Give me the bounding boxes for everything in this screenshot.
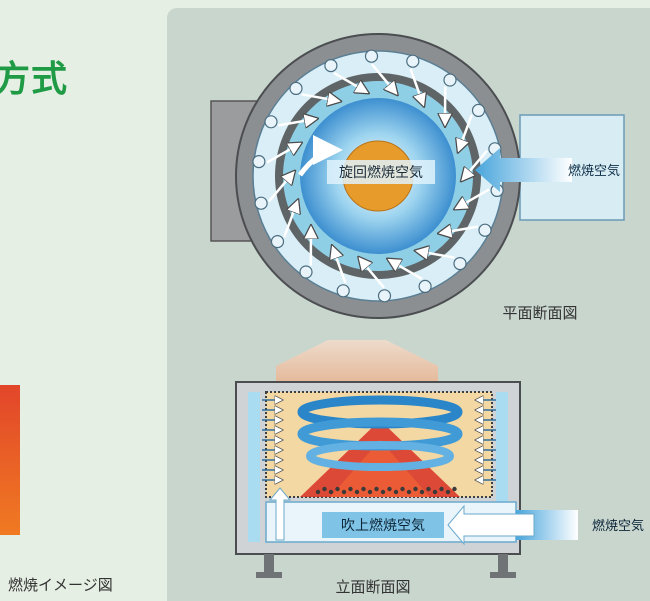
nozzle <box>406 54 420 68</box>
nozzle <box>377 289 392 303</box>
grate-particle <box>393 489 399 495</box>
elevation-inlet-label: 燃焼空気 <box>592 518 644 534</box>
grate-particle <box>439 486 444 492</box>
radial-air-arrow <box>440 227 479 234</box>
grate-particle <box>400 486 405 492</box>
grate-particle <box>341 489 347 495</box>
nozzle <box>299 265 313 279</box>
nozzle <box>336 284 350 298</box>
grate-particle <box>348 486 353 492</box>
plan-swirl-arrow <box>297 135 343 177</box>
grate-particle <box>315 489 321 495</box>
plan-inner-label: 旋回燃焼空気 <box>339 164 423 181</box>
combustion-image-caption: 燃焼イメージ図 <box>8 576 113 594</box>
plan-caption: 平面断面図 <box>502 304 577 322</box>
plan-radial-arrows <box>266 63 490 289</box>
plan-nozzles <box>252 49 504 303</box>
plan-inlet-label: 燃焼空気 <box>568 163 620 179</box>
elevation-right-jacket <box>496 392 508 502</box>
elevation-wall-arrows <box>262 400 496 480</box>
grate-particle <box>374 486 379 492</box>
nozzle <box>252 155 266 169</box>
nozzle <box>418 279 432 293</box>
plan-inlet-arrow <box>475 148 572 192</box>
elevation-feet <box>256 554 516 578</box>
grate-particle <box>387 486 392 492</box>
grate-particle <box>380 489 386 495</box>
elevation-swirl-band-low <box>306 441 454 471</box>
nozzle <box>270 235 285 249</box>
radial-air-arrow <box>462 149 489 181</box>
elevation-bottom-label: 吹上燃焼空気 <box>341 517 425 534</box>
grate-particle <box>445 489 451 495</box>
radial-air-arrow <box>283 201 298 238</box>
grate-particle <box>406 489 412 495</box>
grate-particle <box>432 489 438 495</box>
nozzle <box>453 257 467 271</box>
elevation-left-upflow-arrow <box>268 487 292 541</box>
nozzle <box>264 115 278 129</box>
elevation-caption: 立面断面図 <box>335 578 410 596</box>
grate-particle <box>367 489 373 495</box>
radial-air-arrow <box>370 63 397 94</box>
nozzle <box>364 49 379 63</box>
elevation-left-jacket <box>248 392 260 542</box>
radial-air-arrow <box>359 258 386 289</box>
grate-particle <box>426 486 431 492</box>
page-heading: 方式 <box>0 59 69 100</box>
elevation-inlet-arrow <box>447 504 535 546</box>
radial-air-arrow <box>301 94 339 101</box>
nozzle <box>471 103 486 118</box>
radial-air-arrow <box>409 68 424 106</box>
grate-particle <box>452 486 457 492</box>
plan-section-view: 旋回燃焼空気 燃焼空気 <box>210 33 625 319</box>
grate-particle <box>322 486 327 492</box>
plan-inner-label-box <box>327 160 435 184</box>
grate-particle <box>419 489 425 495</box>
grate-particle <box>361 486 366 492</box>
grate-particle <box>335 486 340 492</box>
radial-air-arrow <box>416 251 455 258</box>
radial-air-arrow <box>267 172 294 203</box>
nozzle <box>289 81 303 96</box>
radial-air-arrow <box>266 143 301 164</box>
nozzle <box>254 196 268 210</box>
nozzle <box>478 223 492 237</box>
grate-particle <box>354 489 360 495</box>
elevation-section-view: 吹上燃焼空気 燃焼空気 <box>235 340 644 578</box>
radial-air-arrow <box>458 114 473 152</box>
radial-air-arrow <box>388 259 423 281</box>
radial-air-arrow <box>277 119 316 126</box>
grate-particle <box>413 486 418 492</box>
nozzle <box>443 73 457 87</box>
elevation-bottom-label-box <box>322 512 444 538</box>
elevation-grate <box>315 486 457 495</box>
grate-particle <box>328 489 334 495</box>
nozzle <box>324 58 338 73</box>
radial-air-arrow <box>332 247 347 284</box>
combustion-image-fragment <box>0 385 20 535</box>
radial-air-arrow <box>333 71 368 93</box>
radial-air-arrow <box>455 188 490 208</box>
